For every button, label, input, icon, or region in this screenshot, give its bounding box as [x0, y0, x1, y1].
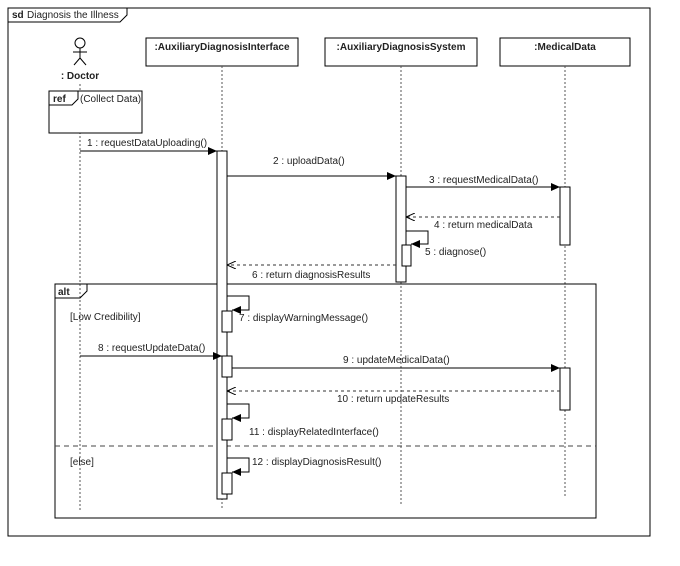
participant-interface-box	[145, 37, 299, 67]
frame-tab	[8, 8, 128, 23]
participant-system-box	[324, 37, 478, 67]
message-1-label: 1 : requestDataUploading()	[87, 138, 207, 149]
alt-guard-else: [else]	[70, 457, 94, 468]
activation-medicaldata-2	[559, 367, 571, 411]
alt-guard-low-credibility: [Low Credibility]	[70, 312, 141, 323]
actor-doctor-label: : Doctor	[61, 71, 99, 82]
message-5-label: 5 : diagnose()	[425, 247, 486, 258]
message-8-label: 8 : requestUpdateData()	[98, 343, 205, 354]
frame-keyword: sd	[12, 10, 24, 21]
participant-medicaldata-box	[499, 37, 631, 67]
alt-fragment	[54, 283, 597, 519]
ref-fragment	[48, 90, 143, 134]
participant-medicaldata-label: :MedicalData	[534, 42, 596, 53]
doctor-actor-icon	[73, 37, 87, 66]
activation-system-diagnose	[401, 244, 412, 267]
message-12-label: 12 : displayDiagnosisResult()	[252, 457, 382, 468]
frame-title: Diagnosis the Illness	[27, 10, 119, 21]
message-6-label: 6 : return diagnosisResults	[252, 270, 370, 281]
message-3-label: 3 : requestMedicalData()	[429, 175, 539, 186]
participant-system-label: :AuxiliaryDiagnosisSystem	[337, 42, 466, 53]
activation-interface-warning	[221, 310, 233, 333]
message-5-arrow	[406, 230, 429, 248]
activation-interface-related	[221, 418, 233, 441]
activation-medicaldata-1	[559, 186, 571, 246]
participant-interface-label: :AuxiliaryDiagnosisInterface	[154, 42, 289, 53]
ref-keyword: ref	[53, 94, 66, 105]
activation-interface-update	[221, 355, 233, 378]
message-11-label: 11 : displayRelatedInterface()	[249, 427, 379, 438]
message-11-arrow	[227, 403, 250, 422]
message-7-label: 7 : displayWarningMessage()	[239, 313, 368, 324]
ref-label: (Collect Data)	[80, 94, 141, 105]
activation-system	[395, 175, 407, 283]
message-9-label: 9 : updateMedicalData()	[343, 355, 450, 366]
message-7-arrow	[227, 295, 250, 314]
alt-keyword: alt	[58, 287, 70, 298]
activation-interface-result	[221, 472, 233, 495]
message-12-arrow	[227, 457, 250, 476]
message-4-label: 4 : return medicalData	[434, 220, 533, 231]
message-10-label: 10 : return updateResults	[337, 394, 449, 405]
message-2-label: 2 : uploadData()	[273, 156, 345, 167]
